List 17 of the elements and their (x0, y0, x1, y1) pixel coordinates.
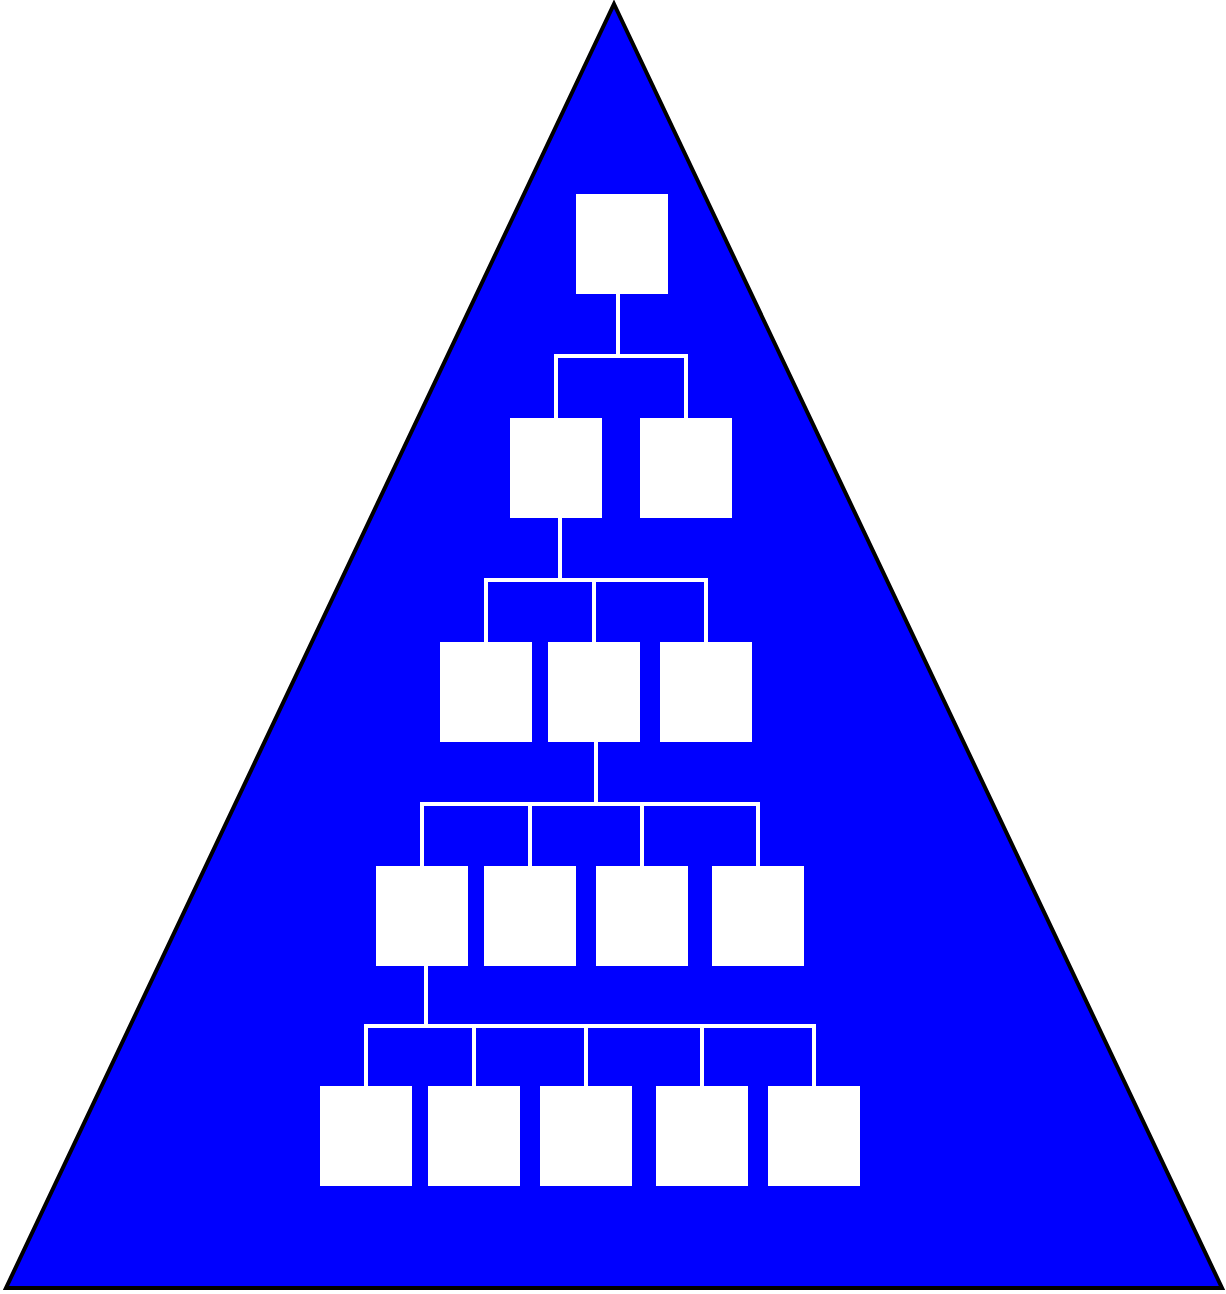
empty-box (640, 418, 732, 518)
empty-box (768, 1086, 860, 1186)
empty-box (484, 866, 576, 966)
empty-box (656, 1086, 748, 1186)
empty-box (440, 642, 532, 742)
connector-line (424, 966, 816, 1086)
connector-line (616, 294, 688, 418)
empty-box (320, 1086, 412, 1186)
empty-box (540, 1086, 632, 1186)
empty-box (548, 642, 640, 742)
empty-box (376, 866, 468, 966)
empty-box (660, 642, 752, 742)
empty-box (596, 866, 688, 966)
empty-box (428, 1086, 520, 1186)
empty-box (712, 866, 804, 966)
empty-box (510, 418, 602, 518)
empty-box (576, 194, 668, 294)
